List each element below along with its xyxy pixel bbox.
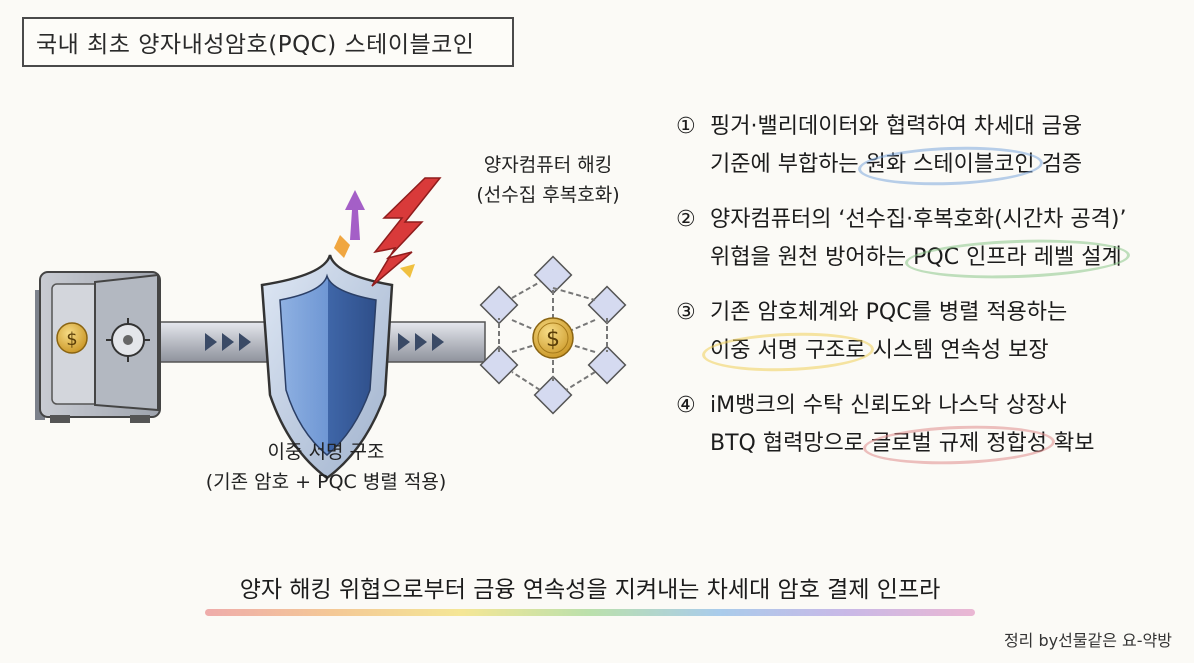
- highlight-red: 글로벌 규제 정합성: [865, 425, 1053, 463]
- point-number: ①: [676, 114, 696, 139]
- hacking-caption: 양자컴퓨터 해킹 (선수집 후복호화): [438, 150, 658, 210]
- point-line1: 양자컴퓨터의 ‘선수집·후복호화(시간차 공격)’: [710, 207, 1127, 232]
- hacking-caption-line2: (선수집 후복호화): [476, 184, 620, 206]
- point-line2-post: 확보: [1046, 431, 1095, 456]
- safe-vault-icon: $: [35, 271, 161, 423]
- arrow-marks-left: [205, 333, 251, 351]
- point-number: ④: [676, 393, 696, 418]
- key-point-3: ③ 기존 암호체계와 PQC를 병렬 적용하는 이중 서명 구조로 시스템 연속성…: [676, 294, 1186, 370]
- pipe-right: [374, 321, 486, 363]
- point-line2-pre: 위협을 원천 방어하는: [710, 245, 914, 270]
- point-line2-pre: 기준에 부합하는: [710, 152, 866, 177]
- point-line1: iM뱅크의 수탁 신뢰도와 나스닥 상장사: [710, 393, 1067, 418]
- highlight-yellow: 이중 서명 구조로: [704, 332, 872, 370]
- point-line2-post: 시스템 연속성 보장: [865, 338, 1049, 363]
- point-line2-post: 검증: [1034, 152, 1083, 177]
- arrow-marks-right: [398, 333, 444, 351]
- key-point-1: ① 핑거·밸리데이터와 협력하여 차세대 금융 기준에 부합하는 원화 스테이블코…: [676, 108, 1186, 184]
- hacking-caption-line1: 양자컴퓨터 해킹: [483, 154, 613, 176]
- safe-coin: [56, 322, 88, 354]
- point-line1: 핑거·밸리데이터와 협력하여 차세대 금융: [710, 114, 1083, 139]
- rainbow-underline: [205, 609, 975, 616]
- shield-icon: [260, 254, 394, 480]
- svg-text:$: $: [66, 329, 77, 350]
- point-number: ③: [676, 300, 696, 325]
- key-points-list: ① 핑거·밸리데이터와 협력하여 차세대 금융 기준에 부합하는 원화 스테이블코…: [676, 108, 1186, 480]
- key-point-2: ② 양자컴퓨터의 ‘선수집·후복호화(시간차 공격)’ 위협을 원천 방어하는 P…: [676, 201, 1186, 277]
- dollar-coin-icon: $: [532, 317, 574, 359]
- dual-signature-caption-line2: (기존 암호 + PQC 병렬 적용): [205, 471, 447, 493]
- dual-signature-caption: 이중 서명 구조 (기존 암호 + PQC 병렬 적용): [176, 437, 476, 497]
- highlight-green: PQC 인프라 레벨 설계: [907, 239, 1128, 277]
- svg-text:$: $: [546, 327, 560, 352]
- highlight-blue: 원화 스테이블코인: [860, 146, 1041, 184]
- dual-signature-caption-line1: 이중 서명 구조: [267, 441, 385, 463]
- blockchain-network-icon: [479, 255, 627, 415]
- point-number: ②: [676, 207, 696, 232]
- summary-line: 양자 해킹 위협으로부터 금융 연속성을 지켜내는 차세대 암호 결제 인프라: [239, 577, 941, 603]
- page-title: 국내 최초 양자내성암호(PQC) 스테이블코인: [22, 17, 514, 67]
- key-point-4: ④ iM뱅크의 수탁 신뢰도와 나스닥 상장사 BTQ 협력망으로 글로벌 규제 …: [676, 387, 1186, 463]
- point-line2-pre: BTQ 협력망으로: [710, 431, 872, 456]
- lightning-bolt-icon: [334, 177, 442, 287]
- credit-text: 정리 by선물같은 요-약방: [1003, 631, 1172, 650]
- point-line1: 기존 암호체계와 PQC를 병렬 적용하는: [710, 300, 1068, 325]
